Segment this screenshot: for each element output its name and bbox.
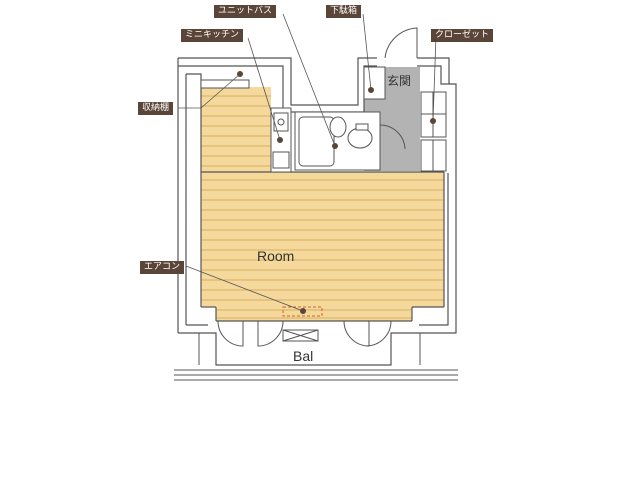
shoe-box-tag: 下駄箱 bbox=[326, 5, 362, 18]
entrance-label: 玄関 bbox=[387, 74, 412, 88]
shoe-box bbox=[363, 66, 386, 100]
balcony-rail bbox=[174, 333, 458, 381]
room-label: Room bbox=[257, 248, 295, 264]
air-conditioner bbox=[282, 306, 323, 317]
entrance-door bbox=[379, 27, 418, 150]
room-floor bbox=[201, 87, 444, 321]
air-conditioner-tag: エアコン bbox=[140, 261, 185, 274]
leader-lines bbox=[178, 13, 437, 312]
closet bbox=[420, 91, 447, 172]
unit-bath-tag: ユニットバス bbox=[214, 5, 277, 18]
closet-tag: クローゼット bbox=[431, 29, 494, 42]
storage-shelf bbox=[200, 79, 250, 89]
balcony-label: Bal bbox=[293, 348, 314, 364]
mini-kitchen-tag: ミニキッチン bbox=[181, 29, 244, 42]
storage-tag: 収納棚 bbox=[138, 102, 174, 115]
walls bbox=[177, 57, 457, 366]
leader-dots bbox=[237, 71, 436, 314]
balcony-doors bbox=[217, 320, 392, 347]
unit-bath bbox=[294, 111, 381, 171]
